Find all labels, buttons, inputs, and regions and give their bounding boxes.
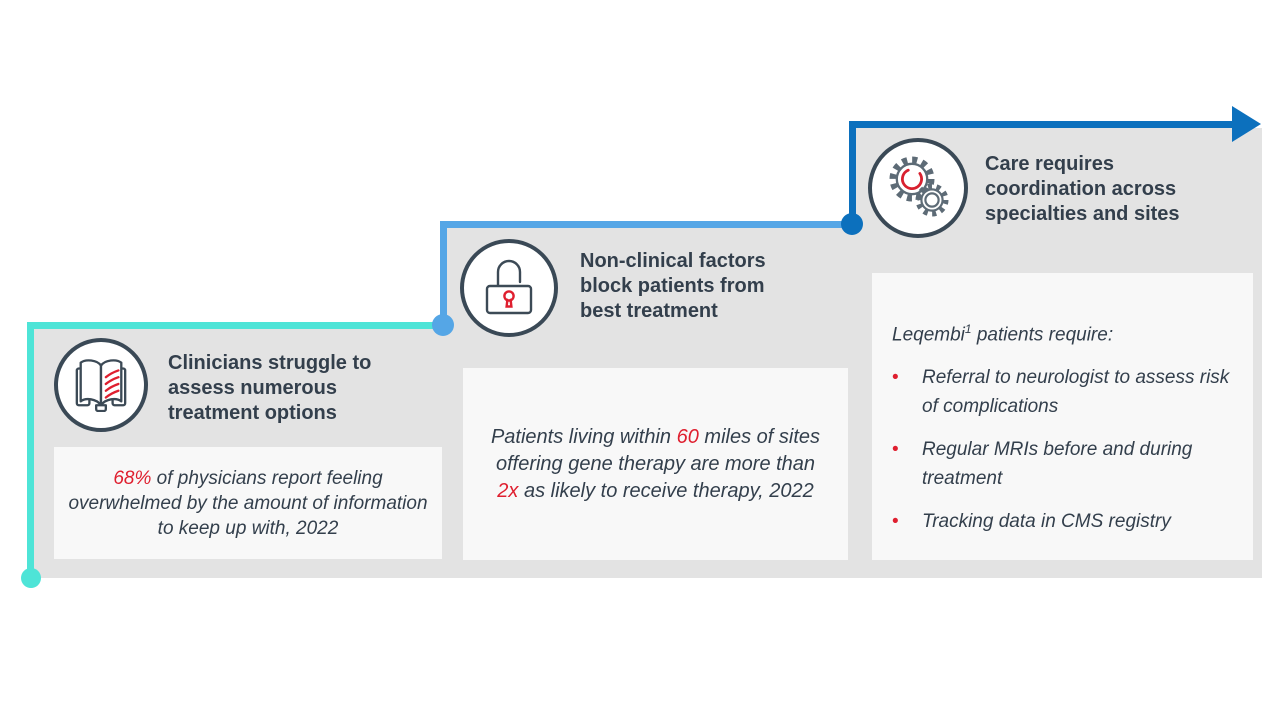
bullet-text: Referral to neurologist to assess risk o…: [922, 367, 1230, 418]
detail-text: miles of sites offering gene therapy are…: [495, 425, 821, 475]
step-3-icon-circle: [868, 138, 968, 238]
arrow-head-icon: [1232, 106, 1261, 142]
step-1-icon-circle: [54, 338, 148, 432]
staircase-line-blue-horizontal: [440, 221, 855, 228]
detail-text: as likely to receive therapy, 2022: [518, 479, 814, 502]
step-2-detail-card: Patients living within 60 miles of sites…: [463, 368, 848, 560]
step-2-detail-text: Patients living within 60 miles of sites…: [489, 424, 822, 505]
step-2-heading: Non-clinical factors block patients from…: [580, 249, 766, 324]
stat-highlight: 68%: [113, 467, 152, 489]
bullet-dot-icon: •: [892, 511, 899, 533]
stat-highlight: 60: [676, 425, 699, 448]
step-1-detail-text: 68% of physicians report feeling overwhe…: [68, 466, 428, 541]
step-1-heading-line: assess numerous: [168, 377, 337, 399]
intro-text: patients require:: [971, 324, 1114, 346]
staircase-line-teal-vertical: [27, 322, 34, 579]
bullet-item: • Regular MRIs before and during treatme…: [892, 435, 1237, 493]
step-3-card-intro: Leqembi1 patients require:: [892, 317, 1237, 347]
staircase-line-blue-vertical: [440, 224, 447, 328]
step-2-heading-line: best treatment: [580, 300, 718, 322]
connector-dot-teal: [21, 568, 41, 588]
step-1-detail-card: 68% of physicians report feeling overwhe…: [54, 447, 442, 559]
step-3-heading-line: coordination across: [985, 178, 1177, 200]
detail-text: Patients living within: [490, 425, 677, 448]
open-padlock-icon: [480, 254, 538, 323]
staircase-line-darkblue-horizontal: [849, 121, 1234, 128]
bullet-dot-icon: •: [892, 367, 899, 389]
staircase-line-teal-horizontal: [27, 322, 446, 329]
connector-dot-darkblue: [841, 213, 863, 235]
step-2-heading-line: Non-clinical factors: [580, 250, 766, 272]
step-1-heading-line: treatment options: [168, 402, 337, 424]
step-2-heading-line: block patients from: [580, 275, 765, 297]
footnote-superscript: 1: [964, 322, 972, 336]
step-1-heading: Clinicians struggle to assess numerous t…: [168, 351, 371, 426]
bullet-item: • Tracking data in CMS registry: [892, 507, 1237, 536]
stat-highlight: 2x: [497, 479, 519, 502]
bullet-text: Regular MRIs before and during treatment: [922, 439, 1193, 490]
bullet-dot-icon: •: [892, 439, 899, 461]
bullet-item: • Referral to neurologist to assess risk…: [892, 363, 1237, 421]
step-2-icon-circle: [460, 239, 558, 337]
bullet-text: Tracking data in CMS registry: [922, 511, 1171, 533]
connector-dot-blue: [432, 314, 454, 336]
staircase-line-darkblue-vertical: [849, 123, 856, 227]
open-book-icon: [70, 354, 132, 417]
step-3-heading-line: Care requires: [985, 153, 1114, 175]
step-3-heading: Care requires coordination across specia…: [985, 152, 1180, 227]
step-3-detail-card: Leqembi1 patients require: • Referral to…: [872, 273, 1253, 560]
detail-text: of physicians report feeling overwhelmed…: [68, 467, 428, 539]
step-3-heading-line: specialties and sites: [985, 203, 1180, 225]
drug-name: Leqembi: [892, 324, 965, 346]
step-1-heading-line: Clinicians struggle to: [168, 352, 372, 374]
gears-icon: [885, 153, 951, 224]
